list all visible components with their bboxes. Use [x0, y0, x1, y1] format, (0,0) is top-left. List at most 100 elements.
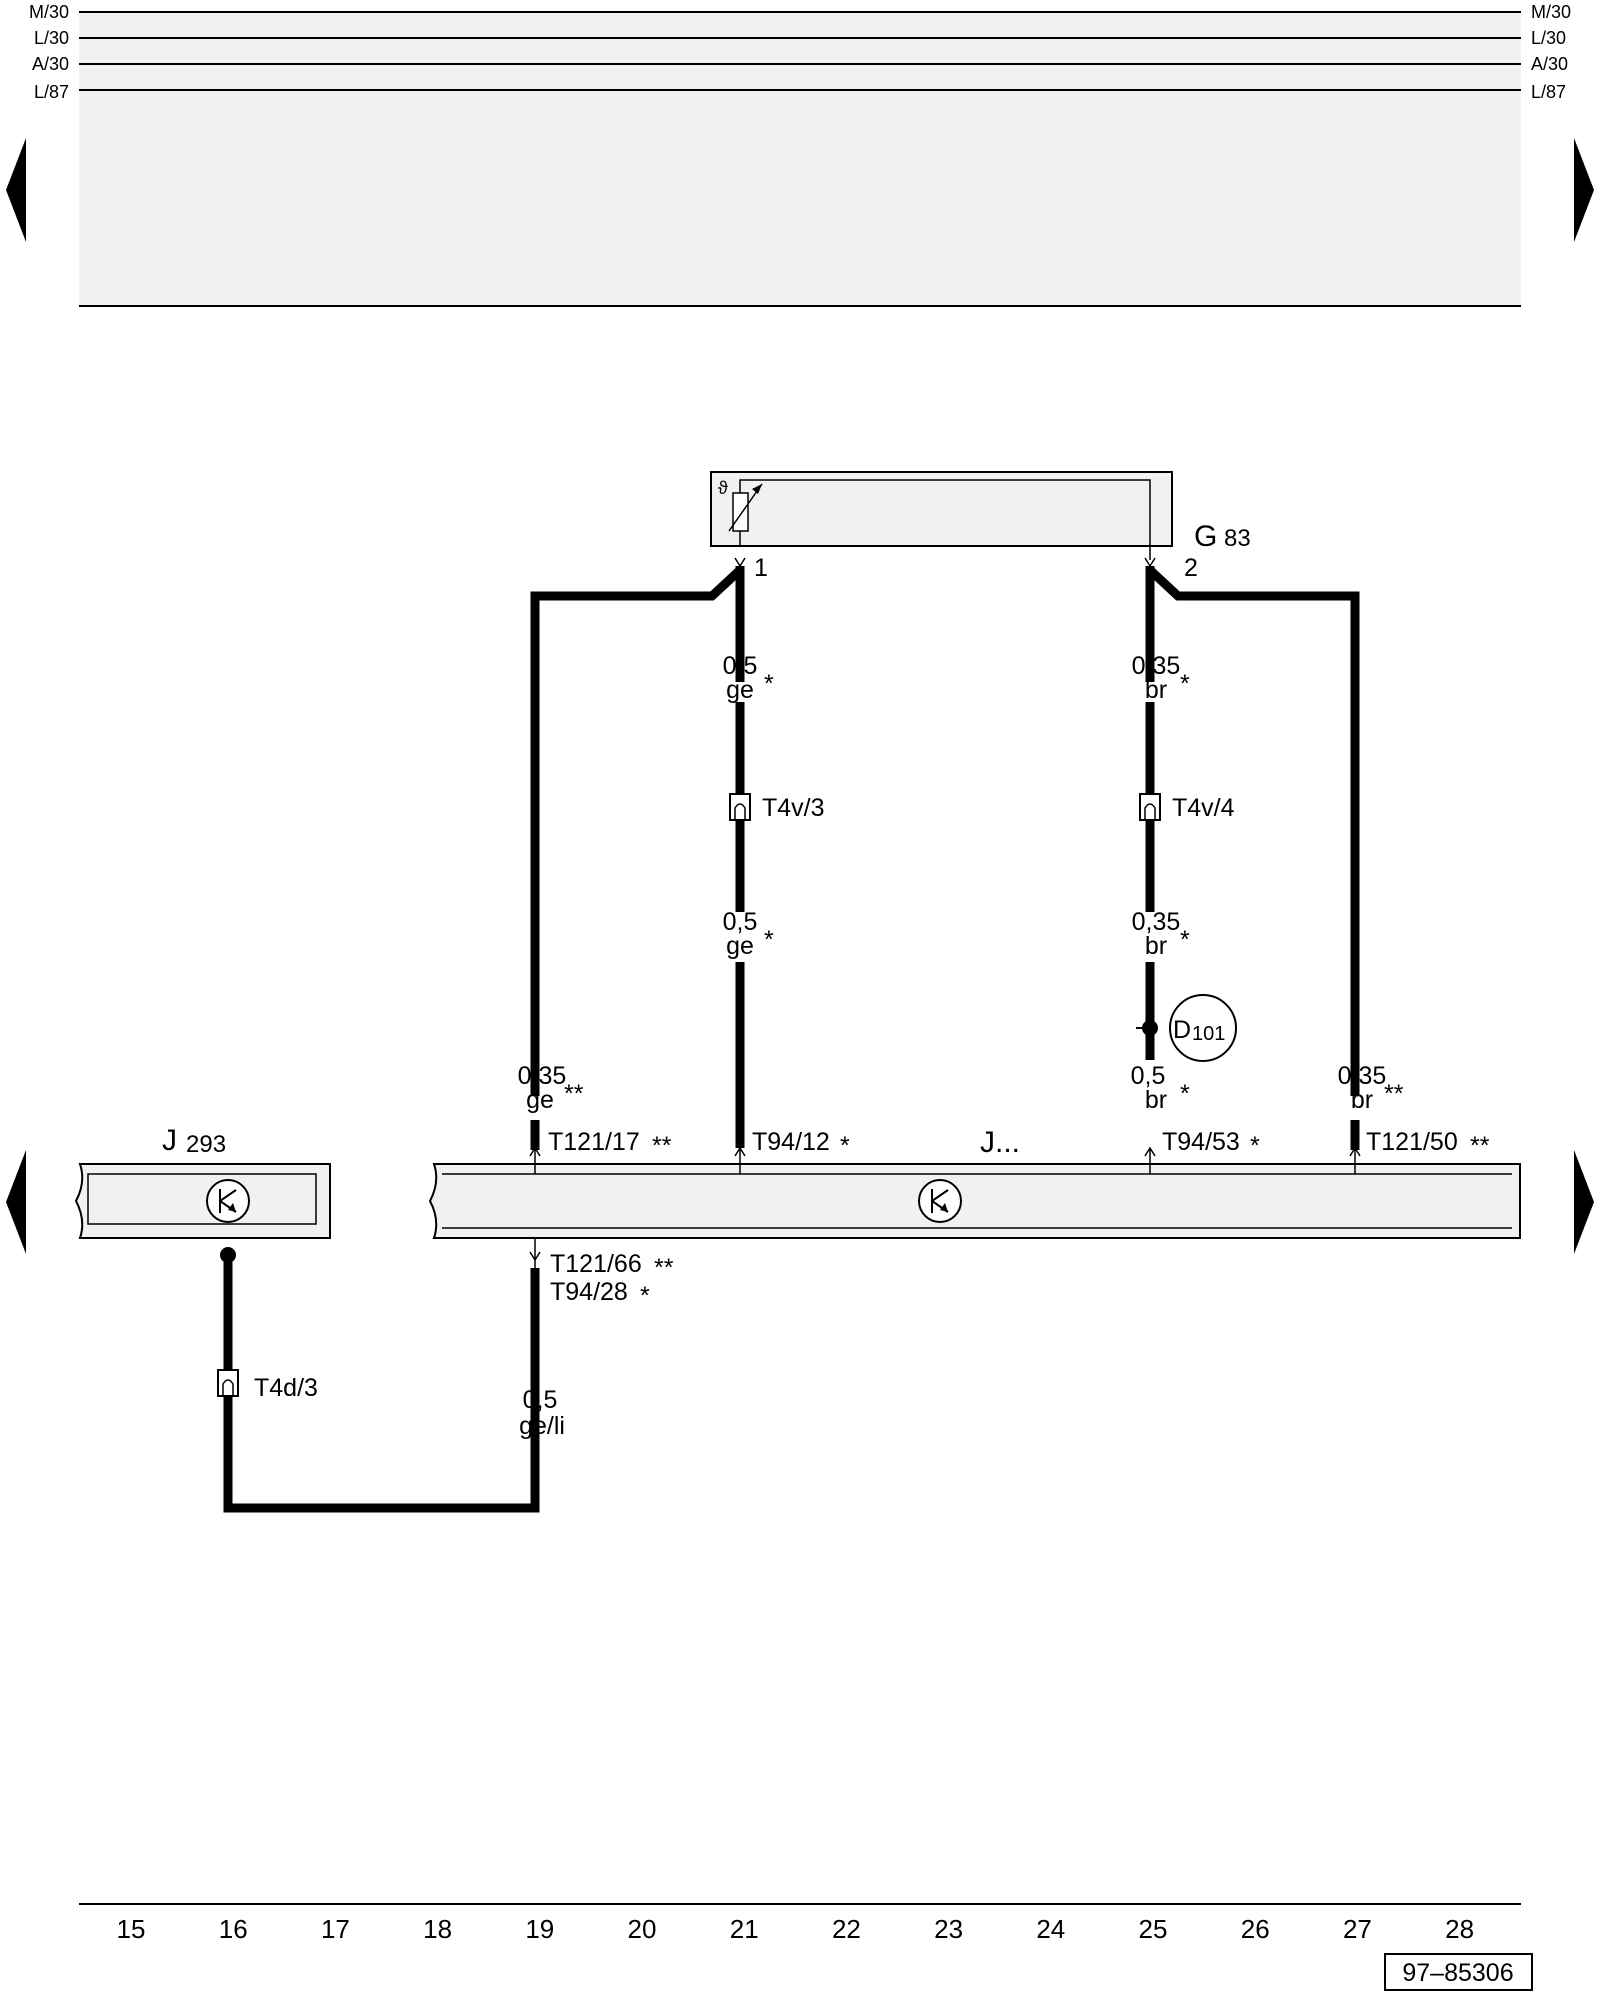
wire-size-label: 0,5 [723, 908, 758, 936]
pin-variant-star: * [1250, 1132, 1260, 1160]
j-main-label: J... [980, 1126, 1020, 1159]
connector-t4v4-icon [1139, 793, 1161, 821]
previous-page-arrow-icon[interactable] [6, 138, 26, 242]
column-number: 25 [1139, 1914, 1168, 1944]
pin-variant-star: ** [652, 1132, 672, 1160]
column-number: 17 [321, 1914, 350, 1944]
rail-label-left-1: M/30 [29, 2, 69, 22]
doc-number: 97–85306 [1402, 1959, 1513, 1987]
rail-label-right-3: A/30 [1531, 54, 1568, 74]
wire-variant-star: * [764, 670, 774, 698]
wire-color-label: br [1145, 676, 1167, 704]
d101-sub-label: 101 [1192, 1023, 1225, 1045]
rail-label-left-4: L/87 [34, 82, 69, 102]
rail-label-left-3: A/30 [32, 54, 69, 74]
wire-size-label: 0,5 [723, 652, 758, 680]
wire-color-label: ge [726, 676, 754, 704]
previous-page-arrow-icon-lower[interactable] [6, 1150, 26, 1254]
wire-size-label: 0,35 [1338, 1062, 1387, 1090]
rail-label-left-2: L/30 [34, 28, 69, 48]
rail-label-right-2: L/30 [1531, 28, 1566, 48]
column-number: 20 [628, 1914, 657, 1944]
next-page-arrow-icon-lower[interactable] [1574, 1150, 1594, 1254]
column-number: 26 [1241, 1914, 1270, 1944]
column-number: 22 [832, 1914, 861, 1944]
connector-t4v3-icon [729, 793, 751, 821]
wire-color-label: ge [526, 1086, 554, 1114]
pin-mark-t121-66 [529, 1238, 541, 1268]
pin-label: T94/28 [550, 1278, 628, 1306]
wire-variant-star: ** [1384, 1080, 1404, 1108]
wire-right-branch [1146, 566, 1360, 1096]
pin-mark-t121-17 [529, 1146, 541, 1174]
wire-variant-star: * [1180, 926, 1190, 954]
wire-variant-star: * [1180, 1080, 1190, 1108]
next-page-arrow-icon[interactable] [1574, 138, 1594, 242]
column-number: 21 [730, 1914, 759, 1944]
pin-label: T94/12 [752, 1128, 830, 1156]
column-number: 18 [423, 1914, 452, 1944]
pin-mark-t94-53 [1144, 1146, 1156, 1174]
g83-label: G [1194, 520, 1217, 553]
pin-label: T121/66 [550, 1250, 642, 1278]
rail-label-right-1: M/30 [1531, 2, 1571, 22]
rail-label-right-4: L/87 [1531, 82, 1566, 102]
pin-mark-t121-50 [1349, 1146, 1361, 1174]
pin-variant-star: * [640, 1282, 650, 1310]
rail-area [79, 12, 1521, 306]
pin-label: T94/53 [1162, 1128, 1240, 1156]
j-main-transistor-icon [918, 1179, 962, 1223]
g83-pin-2: 2 [1184, 554, 1198, 582]
wire-variant-star: ** [564, 1080, 584, 1108]
column-number: 23 [934, 1914, 963, 1944]
wire-size-label: 0,5 [523, 1386, 558, 1414]
column-number: 28 [1445, 1914, 1474, 1944]
connector-label-t4d3: T4d/3 [254, 1374, 318, 1402]
column-numbers: 15 16 17 18 19 20 21 22 23 24 25 26 27 28 [117, 1914, 1475, 1944]
g83-pin1-mark [734, 557, 746, 568]
j-main-box [428, 1163, 1521, 1239]
wire-size-label: 0,5 [1131, 1062, 1166, 1090]
temperature-symbol-icon: ϑ [718, 478, 728, 498]
column-number: 24 [1036, 1914, 1065, 1944]
pin-label: T121/17 [548, 1128, 640, 1156]
thermistor-icon [732, 492, 749, 532]
doc-number-box [1384, 1953, 1533, 1991]
pin-label: T121/50 [1366, 1128, 1458, 1156]
wire-variant-star: * [764, 926, 774, 954]
j293-label: J [162, 1124, 177, 1157]
wire-color-label: ge/li [519, 1412, 565, 1440]
connector-label-t4v3: T4v/3 [762, 794, 825, 822]
g83-sensor-box [710, 471, 1173, 547]
g83-sub-label: 83 [1224, 525, 1251, 552]
j293-transistor-icon [206, 1179, 250, 1223]
d101-badge [1169, 994, 1237, 1062]
wire-variant-star: * [1180, 670, 1190, 698]
wire-left-branch [530, 566, 744, 1096]
wire-size-label: 0,35 [518, 1062, 567, 1090]
wire-color-label: ge [726, 932, 754, 960]
pin-variant-star: ** [654, 1254, 674, 1282]
j293-box [74, 1163, 331, 1239]
wire-color-label: br [1145, 1086, 1167, 1114]
pin-mark-t94-12 [734, 1146, 746, 1174]
pin-variant-star: * [840, 1132, 850, 1160]
wire-size-label: 0,35 [1132, 908, 1181, 936]
j293-terminal-icon [220, 1247, 236, 1263]
column-number: 27 [1343, 1914, 1372, 1944]
wire-color-label: br [1351, 1086, 1373, 1114]
j293-sub-label: 293 [186, 1131, 226, 1158]
column-number: 15 [117, 1914, 146, 1944]
wire-color-label: br [1145, 932, 1167, 960]
column-number: 16 [219, 1914, 248, 1944]
connector-t4d3-icon [217, 1369, 239, 1397]
j293-inner-frame [87, 1173, 317, 1225]
connector-label-t4v4: T4v/4 [1172, 794, 1235, 822]
d101-label: D [1173, 1016, 1191, 1044]
pin-variant-star: ** [1470, 1132, 1490, 1160]
thermistor-arrowhead-icon [752, 484, 762, 494]
wire-size-label: 0,35 [1132, 652, 1181, 680]
g83-pin-1: 1 [754, 554, 768, 582]
column-number: 19 [525, 1914, 554, 1944]
